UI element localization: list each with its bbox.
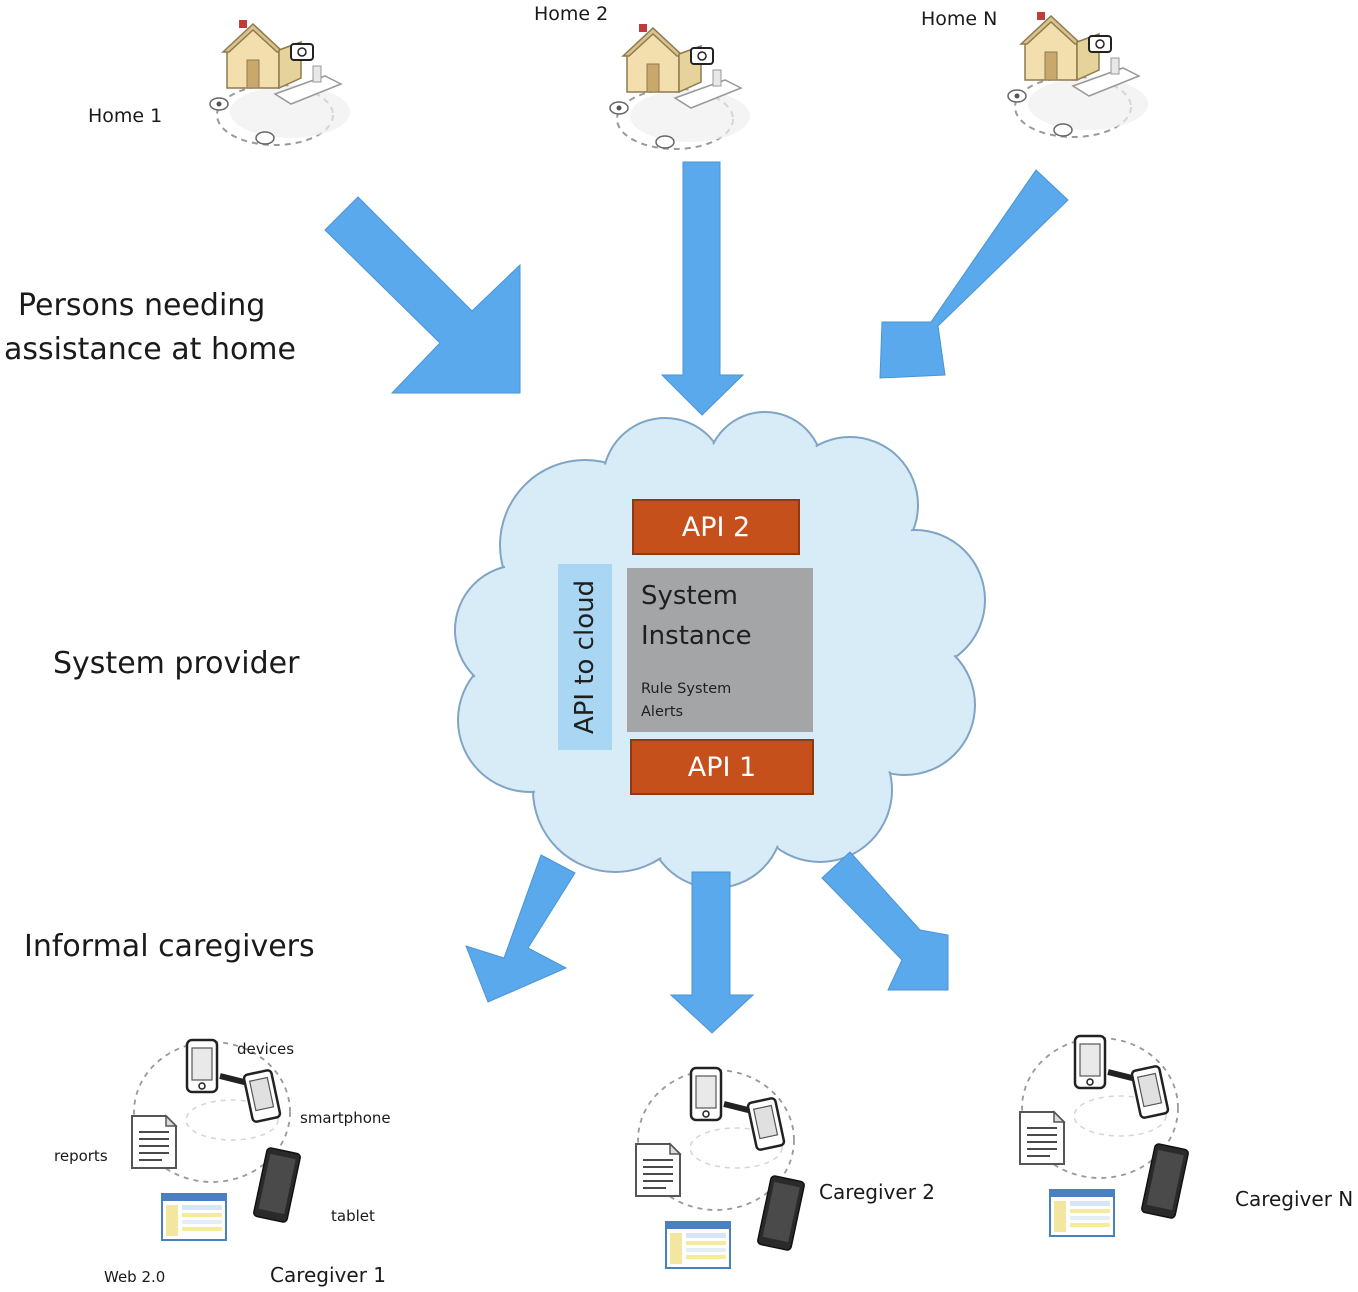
- informal-caregivers-label: Informal caregivers: [24, 929, 315, 964]
- system-instance-subtitle: Rule System Alerts: [641, 681, 732, 720]
- caregiver-1-devices: [132, 1040, 301, 1240]
- caregiver-n-devices: [1020, 1036, 1189, 1236]
- system-instance-box: System Instance Rule System Alerts: [627, 568, 813, 732]
- api-to-cloud-box: API to cloud: [558, 564, 612, 750]
- api-1-box: API 1: [630, 739, 814, 795]
- arrow-cloud-to-caregiver1: [465, 854, 576, 1003]
- system-provider-label: System provider: [53, 646, 300, 681]
- home-1-icon: [209, 19, 351, 146]
- caregiver-2-label: Caregiver 2: [819, 1180, 936, 1204]
- home-n-icon: [1007, 11, 1149, 138]
- tablet-label: tablet: [331, 1207, 375, 1225]
- devices-label: devices: [237, 1040, 295, 1058]
- caregiver-2-devices: [636, 1068, 805, 1268]
- arrow-home1-to-cloud: [324, 196, 521, 394]
- home-n-label: Home N: [921, 8, 998, 30]
- smartphone-label: smartphone: [300, 1109, 391, 1127]
- persons-needing-assistance-label: Persons needing assistance at home: [4, 288, 296, 367]
- home-2-icon: [609, 23, 751, 150]
- home-2-label: Home 2: [534, 3, 609, 25]
- arrow-cloud-to-caregiver2: [669, 871, 755, 1034]
- arrow-homen-to-cloud: [879, 169, 1069, 379]
- caregiver-n-label: Caregiver N: [1235, 1187, 1354, 1211]
- arrow-home2-to-cloud: [660, 161, 745, 416]
- reports-label: reports: [54, 1147, 108, 1165]
- home-1-label: Home 1: [88, 105, 163, 127]
- api-2-box: API 2: [632, 499, 800, 555]
- arrow-cloud-to-caregivern: [821, 851, 949, 991]
- api-to-cloud-label: API to cloud: [570, 579, 600, 735]
- caregiver-1-label: Caregiver 1: [270, 1263, 387, 1287]
- system-instance-title: System Instance: [641, 581, 752, 651]
- web-label: Web 2.0: [104, 1268, 166, 1286]
